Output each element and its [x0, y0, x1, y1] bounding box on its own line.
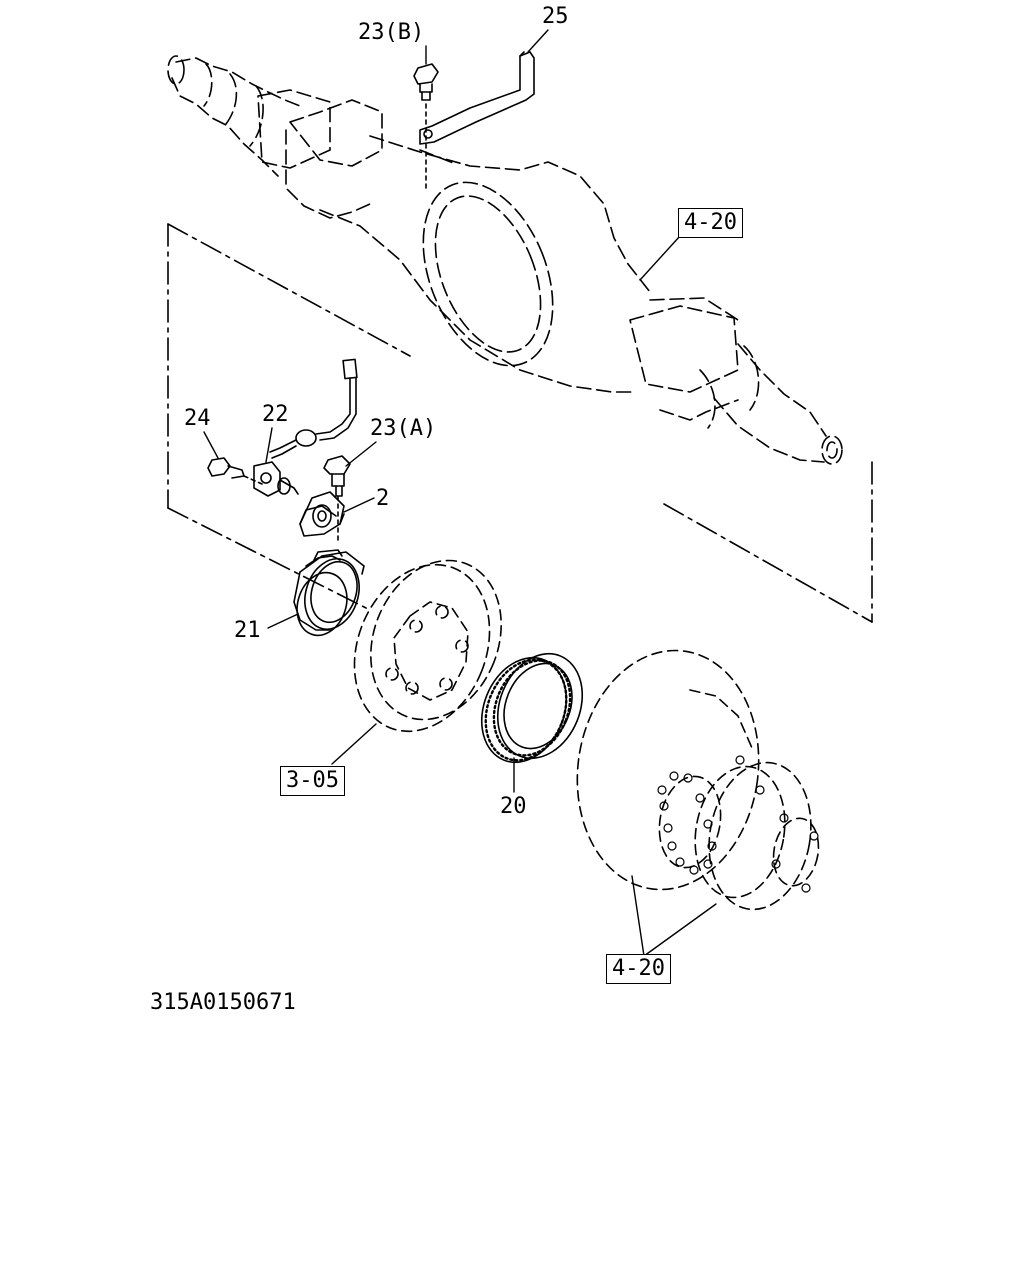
callout-2: 2 [376, 486, 390, 511]
callout-ref-brake: 3-05 [280, 766, 345, 796]
callout-20: 20 [500, 794, 527, 819]
clamp-ring-21 [293, 549, 365, 637]
callout-21: 21 [234, 618, 261, 643]
callout-24: 24 [184, 406, 211, 431]
brake-backing-plate [353, 559, 502, 733]
drawing-code: 315A0150671 [150, 990, 296, 1015]
callout-ref-axle: 4-20 [678, 208, 743, 238]
callout-ref-hub: 4-20 [606, 954, 671, 984]
bolt-23b [413, 63, 439, 191]
hub-bolt-holes [657, 755, 819, 893]
bolt-23a [323, 455, 351, 541]
bracket-25 [419, 51, 535, 145]
callout-23a: 23(A) [370, 416, 437, 441]
callout-22: 22 [262, 402, 289, 427]
assembly-envelope [167, 223, 873, 623]
brake-drum-hub [576, 649, 820, 911]
sensor-bracket-2 [299, 491, 345, 537]
screw-24 [207, 457, 263, 485]
axle-housing [167, 55, 843, 465]
abs-sensor-harness-22 [253, 358, 358, 497]
leader-lines [203, 29, 717, 957]
callout-23b: 23(B) [358, 20, 425, 45]
callout-25: 25 [542, 4, 569, 29]
tone-ring-20 [480, 652, 584, 764]
